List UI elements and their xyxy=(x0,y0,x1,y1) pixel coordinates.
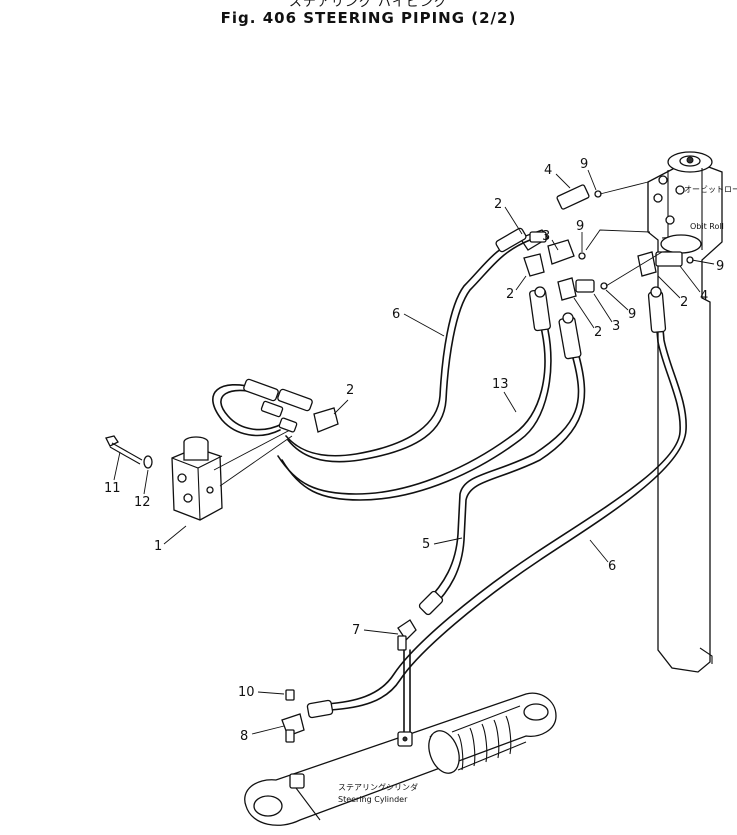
svg-text:2: 2 xyxy=(506,287,514,302)
elbow-fitting-right xyxy=(637,251,694,277)
orbit-roll-unit: オービットロール Obit Roll xyxy=(647,151,737,673)
cylinder-label-en: Steering Cylinder xyxy=(338,795,408,804)
callout-9-middle: 9 xyxy=(576,219,584,252)
svg-text:3: 3 xyxy=(542,229,550,244)
callout-13: 13 xyxy=(492,377,517,413)
port-fitting-middle xyxy=(547,239,586,265)
callout-7: 7 xyxy=(352,623,399,638)
bolt-11 xyxy=(105,435,143,465)
steering-cylinder: ステアリングシリンダ Steering Cylinder xyxy=(244,692,557,826)
elbow-fitting-center xyxy=(557,277,608,301)
callout-9-lower: 9 xyxy=(605,289,636,322)
callout-2-top: 2 xyxy=(494,197,523,235)
svg-text:2: 2 xyxy=(346,383,354,398)
callout-6-upper: 6 xyxy=(392,307,445,337)
callout-2-left: 2 xyxy=(506,275,527,302)
callout-2-valve: 2 xyxy=(333,383,354,415)
washer-12 xyxy=(143,455,153,469)
svg-text:3: 3 xyxy=(612,319,620,334)
callout-3-upper: 3 xyxy=(542,229,559,251)
svg-text:9: 9 xyxy=(580,157,588,172)
elbow-fitting-left xyxy=(523,253,545,277)
svg-text:6: 6 xyxy=(608,559,616,574)
cylinder-label-jp: ステアリングシリンダ xyxy=(338,782,418,792)
svg-text:4: 4 xyxy=(544,163,552,178)
svg-text:8: 8 xyxy=(240,729,248,744)
hose-5 xyxy=(418,312,586,616)
hose-fittings-at-valve xyxy=(212,378,339,437)
callout-2-right: 2 xyxy=(657,275,688,310)
svg-text:9: 9 xyxy=(576,219,584,234)
svg-text:11: 11 xyxy=(104,481,121,496)
elbow-fitting-7 xyxy=(397,619,417,651)
elbow-fitting-8 xyxy=(281,713,305,743)
figure-title: Fig. 406 STEERING PIPING (2/2) xyxy=(220,9,517,27)
title-japanese: ステアリング パイピング xyxy=(288,0,449,10)
svg-text:9: 9 xyxy=(628,307,636,322)
plug-10 xyxy=(285,689,295,701)
orbit-roll-label-en: Obit Roll xyxy=(690,222,724,231)
port-fitting-upper xyxy=(556,184,602,210)
callout-9-top: 9 xyxy=(580,157,597,191)
callout-11: 11 xyxy=(104,451,121,496)
svg-text:13: 13 xyxy=(492,377,509,392)
callout-1: 1 xyxy=(154,525,187,554)
hose-6-upper xyxy=(285,227,531,463)
valve-block-1 xyxy=(171,436,223,521)
callout-8: 8 xyxy=(240,725,285,744)
callout-6-lower: 6 xyxy=(589,539,616,574)
callout-5: 5 xyxy=(422,537,463,552)
svg-text:7: 7 xyxy=(352,623,360,638)
orbit-roll-label-jp: オービットロール xyxy=(684,185,737,194)
hose-6-lower xyxy=(306,286,687,719)
port-fitting-elbow-upper xyxy=(519,229,549,251)
svg-text:2: 2 xyxy=(594,325,602,340)
callout-4-upper: 4 xyxy=(544,163,571,189)
svg-text:12: 12 xyxy=(134,495,151,510)
svg-text:1: 1 xyxy=(154,539,162,554)
callout-10: 10 xyxy=(238,685,285,700)
callout-12: 12 xyxy=(134,469,151,510)
callout-9-right: 9 xyxy=(691,259,724,274)
svg-text:4: 4 xyxy=(700,289,708,304)
svg-text:6: 6 xyxy=(392,307,400,322)
svg-text:10: 10 xyxy=(238,685,255,700)
callout-3-lower: 3 xyxy=(593,293,620,334)
callout-2-center: 2 xyxy=(573,297,602,340)
svg-text:2: 2 xyxy=(680,295,688,310)
svg-text:9: 9 xyxy=(716,259,724,274)
hose-13 xyxy=(277,286,552,501)
callout-4-lower: 4 xyxy=(679,265,708,304)
svg-text:5: 5 xyxy=(422,537,430,552)
svg-text:2: 2 xyxy=(494,197,502,212)
